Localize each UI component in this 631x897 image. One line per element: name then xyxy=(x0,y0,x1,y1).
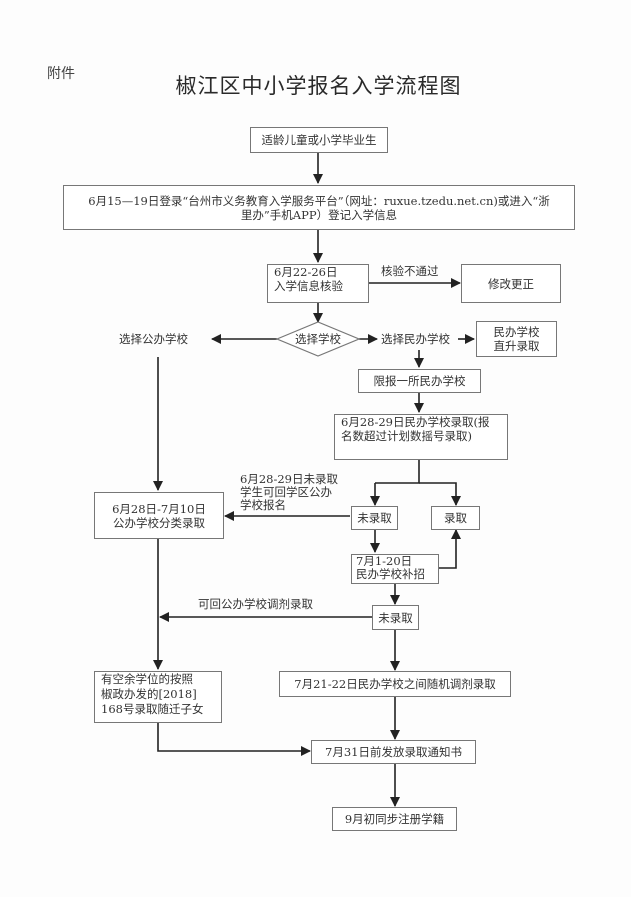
node-register-status: 9月初同步注册学籍 xyxy=(332,807,457,831)
arrow-split-admitted xyxy=(419,482,461,506)
label-public-adjust: 可回公办学校调剂录取 xyxy=(198,597,313,611)
node-correct: 修改更正 xyxy=(461,264,561,303)
node-migrant: 有空余学位的按照 椒政办发的[2018] 168号录取随迁子女 xyxy=(94,671,222,723)
node-private-admit: 6月28-29日民办学校录取(报 名数超过计划数摇号录取) xyxy=(334,414,508,460)
node-random-adjust: 7月21-22日民办学校之间随机调剂录取 xyxy=(279,671,511,697)
node-not-admitted-2: 未录取 xyxy=(372,605,419,630)
node-start: 适龄儿童或小学毕业生 xyxy=(250,127,388,153)
node-verify: 6月22-26日 入学信息核验 xyxy=(267,264,369,303)
node-not-admitted-1: 未录取 xyxy=(351,506,398,530)
node-private-direct: 民办学校 直升录取 xyxy=(476,321,557,357)
arrow-admit-split xyxy=(375,460,420,484)
node-choose-public: 选择公办学校 xyxy=(119,332,188,346)
label-verify-fail: 核验不通过 xyxy=(381,264,439,278)
attachment-label: 附件 xyxy=(47,66,75,82)
node-public-admit: 6月28日-7月10日 公办学校分类录取 xyxy=(94,492,224,539)
node-admitted: 录取 xyxy=(431,506,480,530)
page-title: 椒江区中小学报名入学流程图 xyxy=(175,74,462,98)
node-supplement: 7月1-20日 民办学校补招 xyxy=(351,554,439,584)
arrow-supplement-admitted xyxy=(439,529,461,569)
node-choose-school: 选择学校 xyxy=(295,332,341,346)
choose-school-diamond xyxy=(275,321,361,357)
arrow-migrant-notice xyxy=(157,723,311,756)
node-register: 6月15—19日登录“台州市义务教育入学服务平台”（网址：ruxue.tzedu… xyxy=(63,185,575,230)
node-notice: 7月31日前发放录取通知书 xyxy=(311,740,476,764)
node-limit-one: 限报一所民办学校 xyxy=(358,369,481,393)
label-back-to-public: 6月28-29日未录取 学生可回学区公办 学校报名 xyxy=(240,472,338,512)
node-choose-private: 选择民办学校 xyxy=(381,332,450,346)
